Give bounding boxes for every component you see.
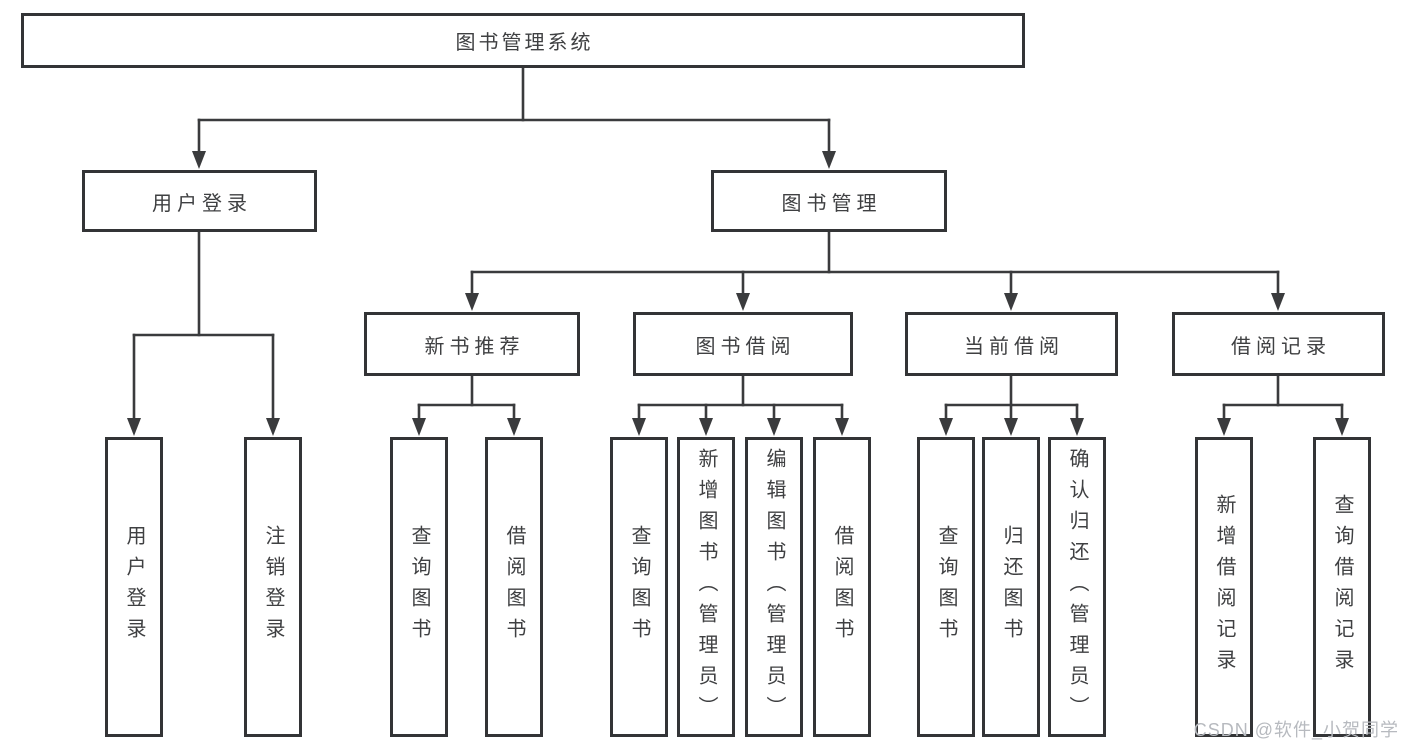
leaf-label: 查询图书 xyxy=(408,525,430,649)
csdn-watermark: CSDN @软件_小贺同学 xyxy=(1193,720,1399,740)
node-new-book-recommendation: 新书推荐 xyxy=(364,312,580,376)
leaf-return-books: 归还图书 xyxy=(982,437,1040,737)
leaf-label: 确认归还（管理员） xyxy=(1066,447,1088,727)
leaf-label: 查询图书 xyxy=(628,525,650,649)
leaf-add-borrow-record: 新增借阅记录 xyxy=(1195,437,1253,737)
node-borrowing-records: 借阅记录 xyxy=(1172,312,1385,376)
leaf-query-borrow-record: 查询借阅记录 xyxy=(1313,437,1371,737)
node-book-borrowing: 图书借阅 xyxy=(633,312,853,376)
leaf-user-login: 用户登录 xyxy=(105,437,163,737)
node-user-login: 用户登录 xyxy=(82,170,317,232)
leaf-query-books-current: 查询图书 xyxy=(917,437,975,737)
leaf-label: 借阅图书 xyxy=(503,525,525,649)
leaf-borrow-books-borrowing: 借阅图书 xyxy=(813,437,871,737)
leaf-label: 用户登录 xyxy=(123,525,145,649)
leaf-label: 新增图书（管理员） xyxy=(695,447,717,727)
leaf-label: 归还图书 xyxy=(1000,525,1022,649)
leaf-label: 注销登录 xyxy=(262,525,284,649)
leaf-query-books-borrowing: 查询图书 xyxy=(610,437,668,737)
leaf-label: 查询图书 xyxy=(935,525,957,649)
leaf-logout: 注销登录 xyxy=(244,437,302,737)
node-library-management-system: 图书管理系统 xyxy=(21,13,1025,68)
leaf-label: 编辑图书（管理员） xyxy=(763,447,785,727)
node-current-borrowing: 当前借阅 xyxy=(905,312,1118,376)
leaf-borrow-books-recommend: 借阅图书 xyxy=(485,437,543,737)
leaf-query-books-recommend: 查询图书 xyxy=(390,437,448,737)
leaf-confirm-return-admin: 确认归还（管理员） xyxy=(1048,437,1106,737)
leaf-label: 借阅图书 xyxy=(831,525,853,649)
leaf-label: 新增借阅记录 xyxy=(1213,494,1235,680)
leaf-add-books-admin: 新增图书（管理员） xyxy=(677,437,735,737)
leaf-edit-books-admin: 编辑图书（管理员） xyxy=(745,437,803,737)
leaf-label: 查询借阅记录 xyxy=(1331,494,1353,680)
node-book-management: 图书管理 xyxy=(711,170,947,232)
